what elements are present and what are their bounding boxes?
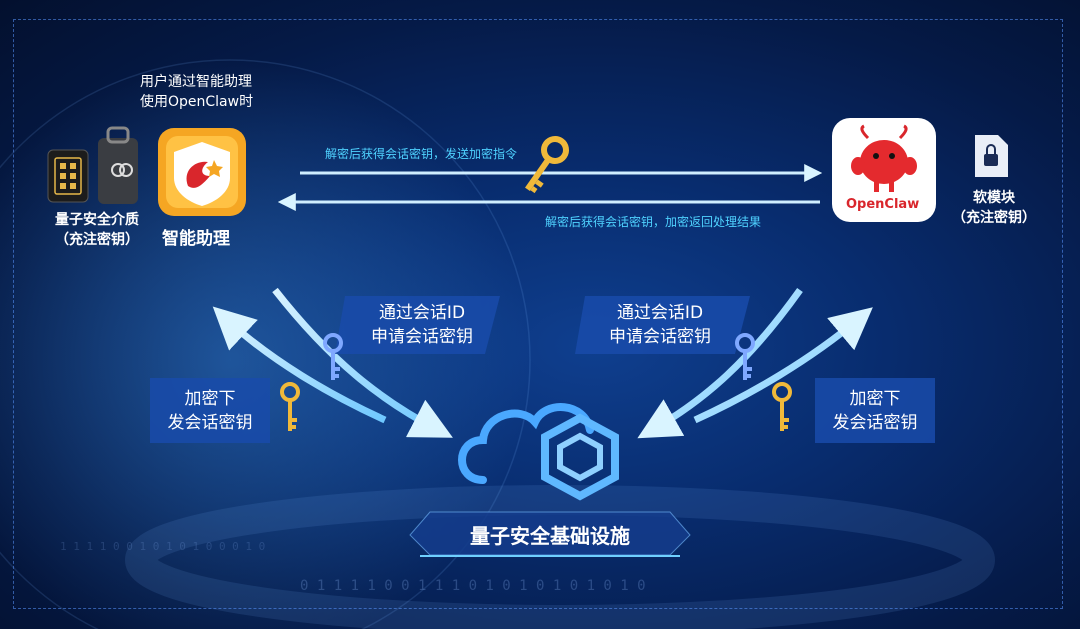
infra-label: 量子安全基础设施 xyxy=(430,520,670,549)
left-request-line-1: 通过会话ID xyxy=(352,301,492,325)
left-deliver-line-2: 发会话密钥 xyxy=(150,411,270,435)
quantum-medium-label: 量子安全介质 （充注密钥） xyxy=(42,210,152,250)
left-deliver-line-1: 加密下 xyxy=(150,387,270,411)
right-request-box: 通过会话ID 申请会话密钥 xyxy=(590,296,730,354)
right-deliver-line-2: 发会话密钥 xyxy=(815,411,935,435)
left-request-line-2: 申请会话密钥 xyxy=(352,325,492,349)
right-request-line-2: 申请会话密钥 xyxy=(590,325,730,349)
soft-module-sub: （充注密钥） xyxy=(944,208,1044,228)
left-deliver-box: 加密下 发会话密钥 xyxy=(150,378,270,443)
soft-module-label: 软模块 （充注密钥） xyxy=(944,188,1044,228)
right-request-line-1: 通过会话ID xyxy=(590,301,730,325)
flow-top-label: 解密后获得会话密钥，发送加密指令 xyxy=(325,145,517,162)
user-note-line-1: 用户通过智能助理 xyxy=(140,72,253,92)
right-deliver-box: 加密下 发会话密钥 xyxy=(815,378,935,443)
quantum-medium-sub: （充注密钥） xyxy=(42,230,152,250)
assistant-label: 智能助理 xyxy=(162,224,230,249)
right-deliver-line-1: 加密下 xyxy=(815,387,935,411)
flow-bottom-label: 解密后获得会话密钥，加密返回处理结果 xyxy=(545,213,761,230)
user-note-line-2: 使用OpenClaw时 xyxy=(140,92,253,112)
user-note: 用户通过智能助理 使用OpenClaw时 xyxy=(140,72,253,112)
quantum-medium-title: 量子安全介质 xyxy=(42,210,152,230)
openclaw-logo-text: OpenClaw xyxy=(846,197,919,212)
left-request-box: 通过会话ID 申请会话密钥 xyxy=(352,296,492,354)
soft-module-title: 软模块 xyxy=(944,188,1044,208)
